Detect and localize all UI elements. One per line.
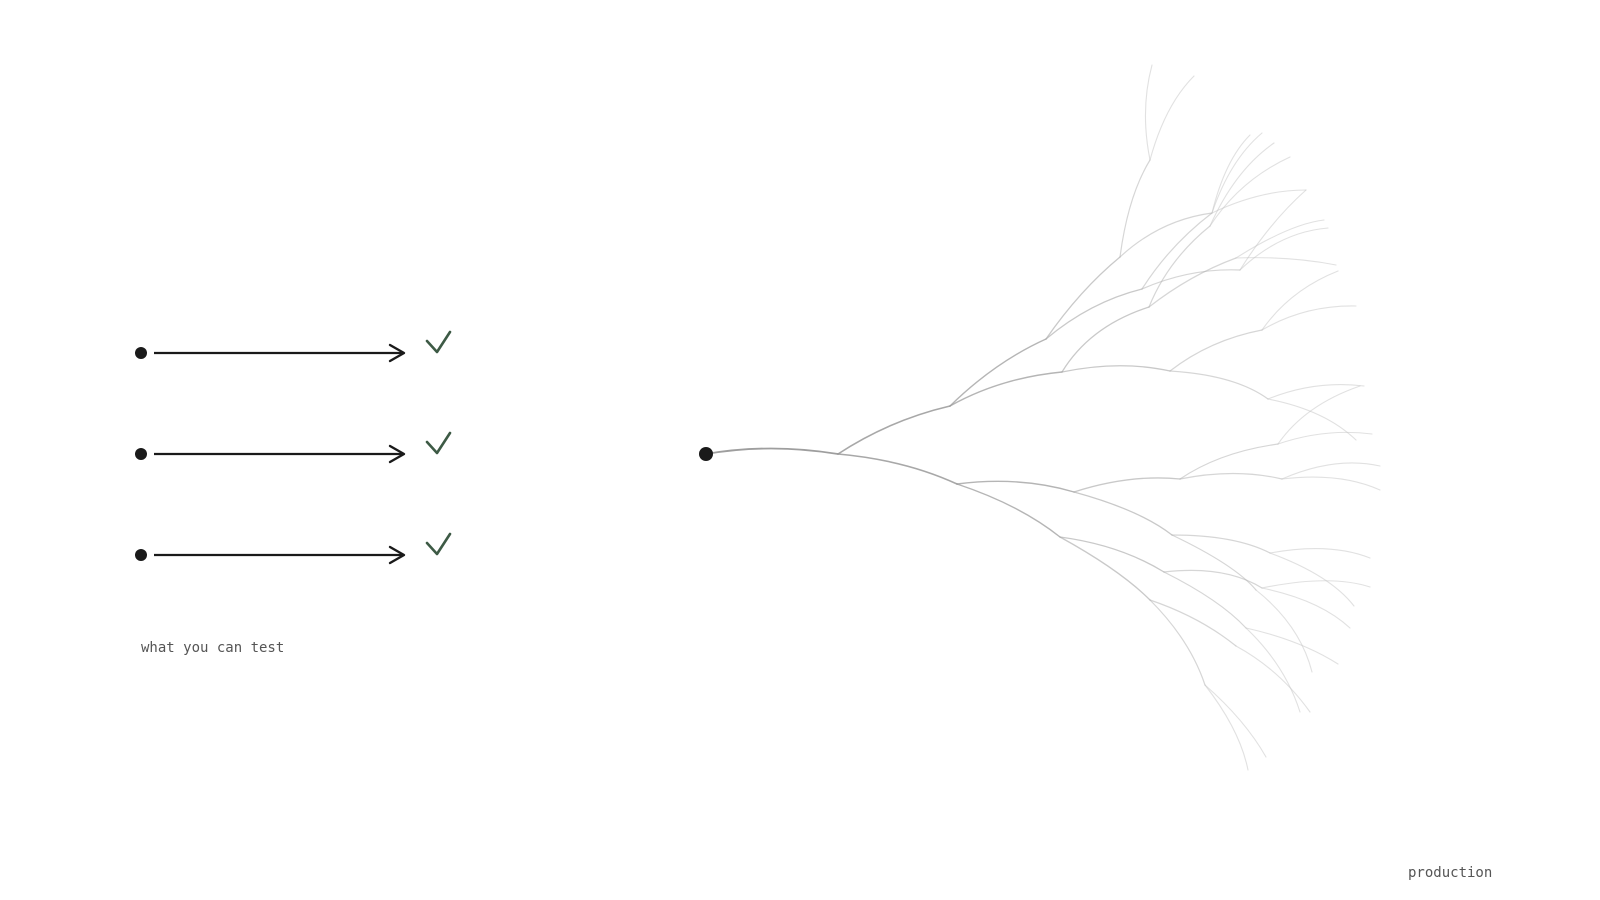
- tree-branch: [1059, 536, 1165, 573]
- tree-branch: [1179, 443, 1279, 480]
- tree-branch: [1235, 219, 1325, 259]
- check-icon: [425, 431, 452, 455]
- check-icon: [425, 532, 452, 556]
- tree-branch: [1144, 64, 1153, 161]
- tree-branch: [956, 480, 1075, 493]
- tree-branch: [1169, 329, 1263, 372]
- tree-branch: [1239, 227, 1329, 271]
- tree-branch: [956, 483, 1061, 538]
- left-caption: what you can test: [141, 640, 285, 656]
- tree-branch: [1061, 365, 1171, 373]
- tree-branch: [1163, 571, 1247, 629]
- tree-branch: [1171, 534, 1271, 554]
- start-dot-icon: [135, 549, 147, 561]
- tree-branch: [1119, 212, 1213, 258]
- tree-branch: [1119, 159, 1151, 258]
- tree-branch: [1277, 431, 1373, 445]
- tree-branch: [1211, 189, 1307, 214]
- tree-branch: [705, 447, 839, 455]
- tree-branch: [1277, 385, 1361, 445]
- tree-branch: [837, 453, 958, 485]
- tree-branch: [1149, 75, 1195, 161]
- tree-branch: [1267, 398, 1357, 441]
- start-dot-icon: [135, 448, 147, 460]
- start-dot-icon: [135, 347, 147, 359]
- tree-branch: [1148, 225, 1211, 308]
- production-tree: [699, 64, 1381, 771]
- tree-branch: [1235, 257, 1337, 266]
- tree-branch: [1059, 536, 1151, 601]
- right-caption: production: [1408, 865, 1493, 881]
- tree-branch: [1281, 462, 1381, 480]
- tree-branch: [1245, 627, 1339, 665]
- test-path-3: [135, 532, 452, 565]
- tree-branch: [1281, 476, 1381, 491]
- tree-branch: [1209, 156, 1291, 227]
- tree-branch: [1267, 384, 1365, 400]
- tree-branch: [1169, 370, 1269, 400]
- tree-branch: [1149, 599, 1206, 686]
- tree-branch: [1148, 257, 1237, 308]
- tree-branch: [1209, 142, 1275, 227]
- tree-branch: [1269, 548, 1371, 559]
- tree-branch: [1261, 305, 1357, 331]
- tree-branch: [1261, 587, 1351, 629]
- tree-branch: [1141, 269, 1241, 290]
- tree-branch: [1204, 684, 1249, 771]
- tree-branch: [1261, 270, 1339, 331]
- tree-branch: [1261, 580, 1371, 589]
- tree-branch: [1045, 288, 1143, 340]
- tree-branch: [1179, 472, 1283, 480]
- tree-branch: [1061, 306, 1150, 373]
- tree-branch: [1239, 189, 1307, 271]
- tree-branch: [949, 371, 1063, 407]
- tree-branch: [1204, 684, 1267, 758]
- tree-branch: [1073, 491, 1173, 536]
- origin-dot-icon: [699, 447, 713, 461]
- tree-branch: [1269, 552, 1355, 607]
- tree-branch: [1245, 627, 1301, 713]
- test-path-2: [135, 431, 452, 464]
- tree-branch: [949, 338, 1047, 407]
- test-path-1: [135, 330, 452, 363]
- tree-branch: [1141, 212, 1213, 290]
- tree-branch: [837, 405, 951, 455]
- test-paths: [135, 330, 452, 565]
- check-icon: [425, 330, 452, 354]
- tree-branch: [1073, 477, 1181, 493]
- tree-branch: [1045, 256, 1121, 340]
- tree-branch: [1255, 589, 1313, 673]
- tree-branch: [1211, 132, 1263, 214]
- tree-branch: [1149, 599, 1237, 647]
- tree-branch: [1163, 569, 1263, 589]
- tree-branch: [1211, 134, 1251, 214]
- tree-branch: [1171, 534, 1257, 591]
- tree-branch: [1235, 645, 1311, 713]
